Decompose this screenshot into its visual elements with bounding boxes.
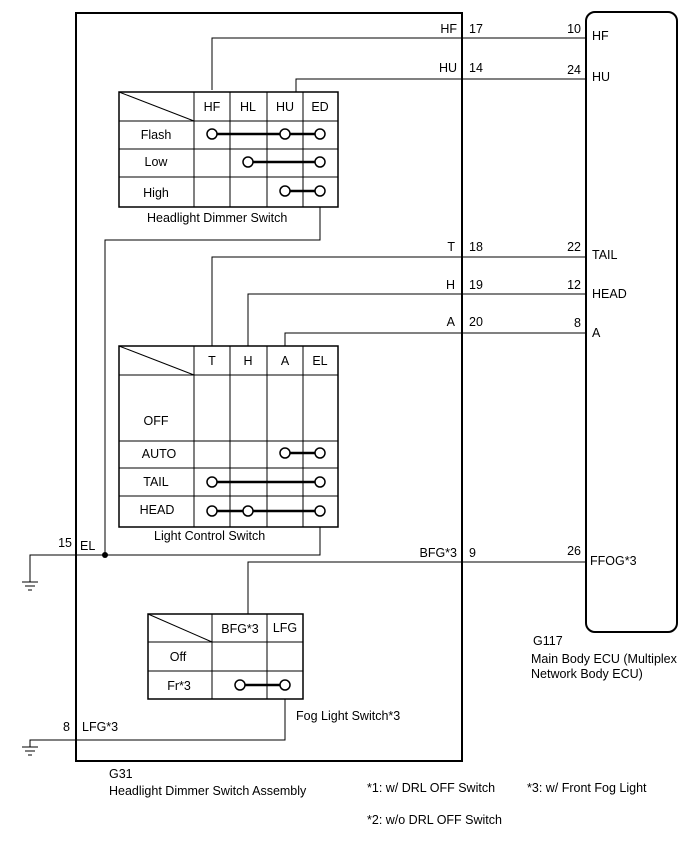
column-header: EL [312, 354, 327, 368]
ground-pin: 8 [63, 720, 70, 734]
ecu-box [585, 11, 678, 633]
row-label: Off [170, 650, 187, 664]
ecu-pin-label: HF [592, 29, 609, 43]
wire-hu: HU 14 24 HU [295, 61, 610, 92]
ground-label: LFG*3 [82, 720, 118, 734]
wire-a: A 20 8 A [284, 315, 601, 346]
wire-fog: BFG*3 9 26 FFOG*3 [247, 544, 637, 614]
ground-icon [22, 746, 38, 756]
ecu-name-line1: Main Body ECU (Multiplex [531, 652, 678, 666]
light-control-switch-table: T H A EL OFF AUTO TAIL HEAD Light Contro… [118, 345, 339, 543]
wire-left-pin: 18 [469, 240, 483, 254]
continuity-low [242, 156, 326, 168]
fog-switch-title: Fog Light Switch*3 [296, 709, 400, 723]
row-label: Fr*3 [167, 679, 191, 693]
continuity-head [206, 505, 326, 517]
continuity-fr [234, 679, 291, 691]
ecu-name-line2: Network Body ECU) [531, 667, 643, 681]
assembly-name: Headlight Dimmer Switch Assembly [109, 784, 307, 798]
ecu-code: G117 [533, 634, 563, 648]
row-label: Flash [141, 128, 172, 142]
ground-label: EL [80, 539, 95, 553]
wire-right-pin: 8 [574, 316, 581, 330]
wire-left-pin: 9 [469, 546, 476, 560]
row-label: AUTO [142, 447, 177, 461]
wire-right-pin: 24 [567, 63, 581, 77]
column-header: LFG [273, 621, 297, 635]
row-label: Low [145, 155, 169, 169]
light-control-switch-title: Light Control Switch [154, 529, 265, 543]
row-label: OFF [144, 414, 169, 428]
continuity-auto [279, 447, 326, 459]
dimmer-switch-table: HF HL HU ED Flash Low High Headlight Dim… [118, 91, 339, 225]
wire-head: H 19 12 HEAD [247, 278, 627, 346]
ecu-pin-label: TAIL [592, 248, 618, 262]
ecu-pin-label: A [592, 326, 601, 340]
note-2: *2: w/o DRL OFF Switch [367, 813, 502, 827]
continuity-flash [206, 128, 326, 140]
assembly-box [75, 12, 463, 762]
column-header: HU [276, 100, 294, 114]
ecu-pin-label: HU [592, 70, 610, 84]
wire-left-label: HU [439, 61, 457, 75]
ground-icon [22, 581, 38, 591]
wire-left-pin: 19 [469, 278, 483, 292]
note-3: *3: w/ Front Fog Light [527, 781, 647, 795]
ecu-pin-label: FFOG*3 [590, 554, 637, 568]
column-header: A [281, 354, 290, 368]
wire-left-label: H [446, 278, 455, 292]
wire-left-label: HF [440, 22, 457, 36]
dimmer-switch-title: Headlight Dimmer Switch [147, 211, 287, 225]
wire-left-pin: 17 [469, 22, 483, 36]
continuity-high [279, 185, 326, 197]
wire-right-pin: 26 [567, 544, 581, 558]
column-header: T [208, 354, 216, 368]
column-header: ED [311, 100, 328, 114]
wire-right-pin: 12 [567, 278, 581, 292]
wire-left-pin: 14 [469, 61, 483, 75]
column-header: H [243, 354, 252, 368]
wire-right-pin: 22 [567, 240, 581, 254]
wire-tail: T 18 22 TAIL [211, 240, 618, 346]
wire-right-pin: 10 [567, 22, 581, 36]
lfg-ground-circuit: 8 LFG*3 [22, 699, 286, 756]
row-label: High [143, 186, 169, 200]
column-header: HL [240, 100, 256, 114]
column-header: HF [204, 100, 221, 114]
column-header: BFG*3 [221, 622, 259, 636]
wire-left-pin: 20 [469, 315, 483, 329]
row-label: TAIL [143, 475, 169, 489]
row-label: HEAD [140, 503, 175, 517]
wire-left-label: T [447, 240, 455, 254]
wire-left-label: BFG*3 [419, 546, 457, 560]
continuity-tail [206, 476, 326, 488]
ground-pin: 15 [58, 536, 72, 550]
fog-switch-table: BFG*3 LFG Off Fr*3 Fog Light Switch*3 [147, 613, 400, 723]
wire-hf: HF 17 10 HF [211, 22, 609, 90]
el-ground-circuit: 15 EL [22, 207, 321, 591]
wire-left-label: A [447, 315, 456, 329]
junction-dot [102, 552, 108, 558]
note-1: *1: w/ DRL OFF Switch [367, 781, 495, 795]
assembly-code: G31 [109, 767, 133, 781]
ecu-pin-label: HEAD [592, 287, 627, 301]
